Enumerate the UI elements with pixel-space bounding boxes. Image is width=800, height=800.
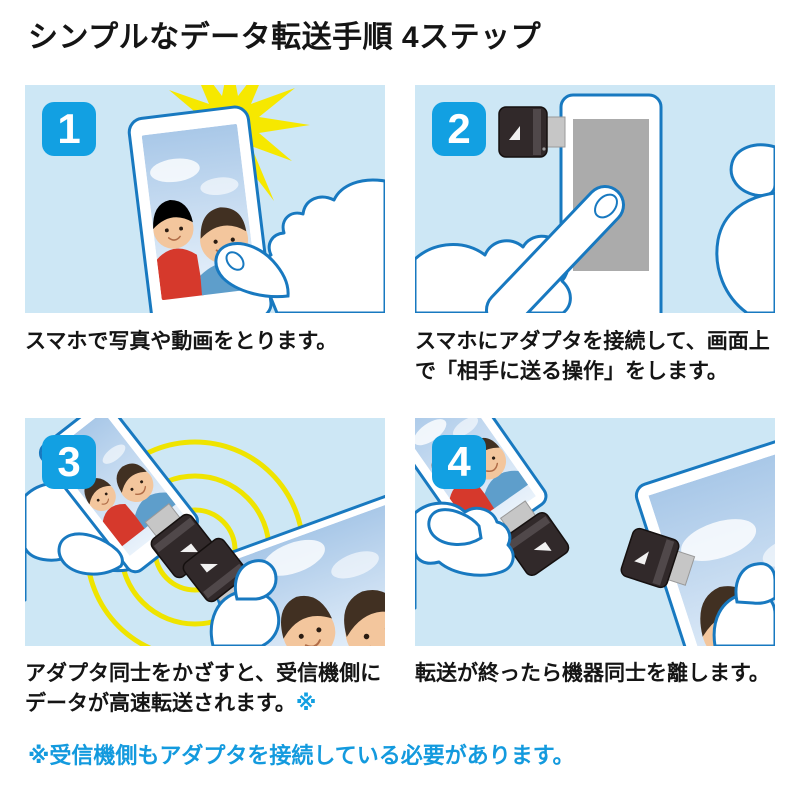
step-4-caption: 転送が終ったら機器同士を離します。 — [415, 662, 770, 685]
step-2-caption: スマホにアダプタを接続して、画面上で「相手に送る操作」をします。 — [415, 330, 770, 384]
holding-hand — [214, 178, 385, 313]
step-3-caption: アダプタ同士をかざすと、受信機側にデータが高速転送されます。※ — [25, 662, 382, 716]
page-title: シンプルなデータ転送手順 4ステップ — [28, 21, 542, 54]
step-4-panel: 4 — [415, 418, 775, 646]
step-2-illustration — [415, 93, 775, 313]
step-2-number-badge: 2 — [432, 102, 486, 156]
footnote-ref-mark: ※ — [295, 692, 317, 716]
adapter-icon — [498, 106, 566, 158]
step-1-number-badge: 1 — [42, 102, 96, 156]
step-1-caption: スマホで写真や動画をとります。 — [25, 330, 338, 353]
left-hand — [415, 501, 515, 610]
left-thumb — [57, 532, 124, 576]
step-2-panel: 2 — [415, 85, 775, 313]
holding-hand — [715, 143, 775, 313]
pointing-hand — [415, 185, 625, 313]
step-4-number-badge: 4 — [432, 435, 486, 489]
footnote: ※受信機側もアダプタを接続している必要があります。 — [28, 743, 575, 768]
right-hand — [209, 559, 281, 646]
photo-of-kids — [214, 495, 385, 646]
step-1-panel: 1 — [25, 85, 385, 313]
photo-of-kids — [648, 435, 775, 646]
right-hand — [712, 562, 775, 646]
tablet — [634, 421, 775, 646]
step-1-illustration — [127, 85, 385, 313]
step-3-panel: 3 — [25, 418, 385, 646]
step-3-number-badge: 3 — [42, 435, 96, 489]
